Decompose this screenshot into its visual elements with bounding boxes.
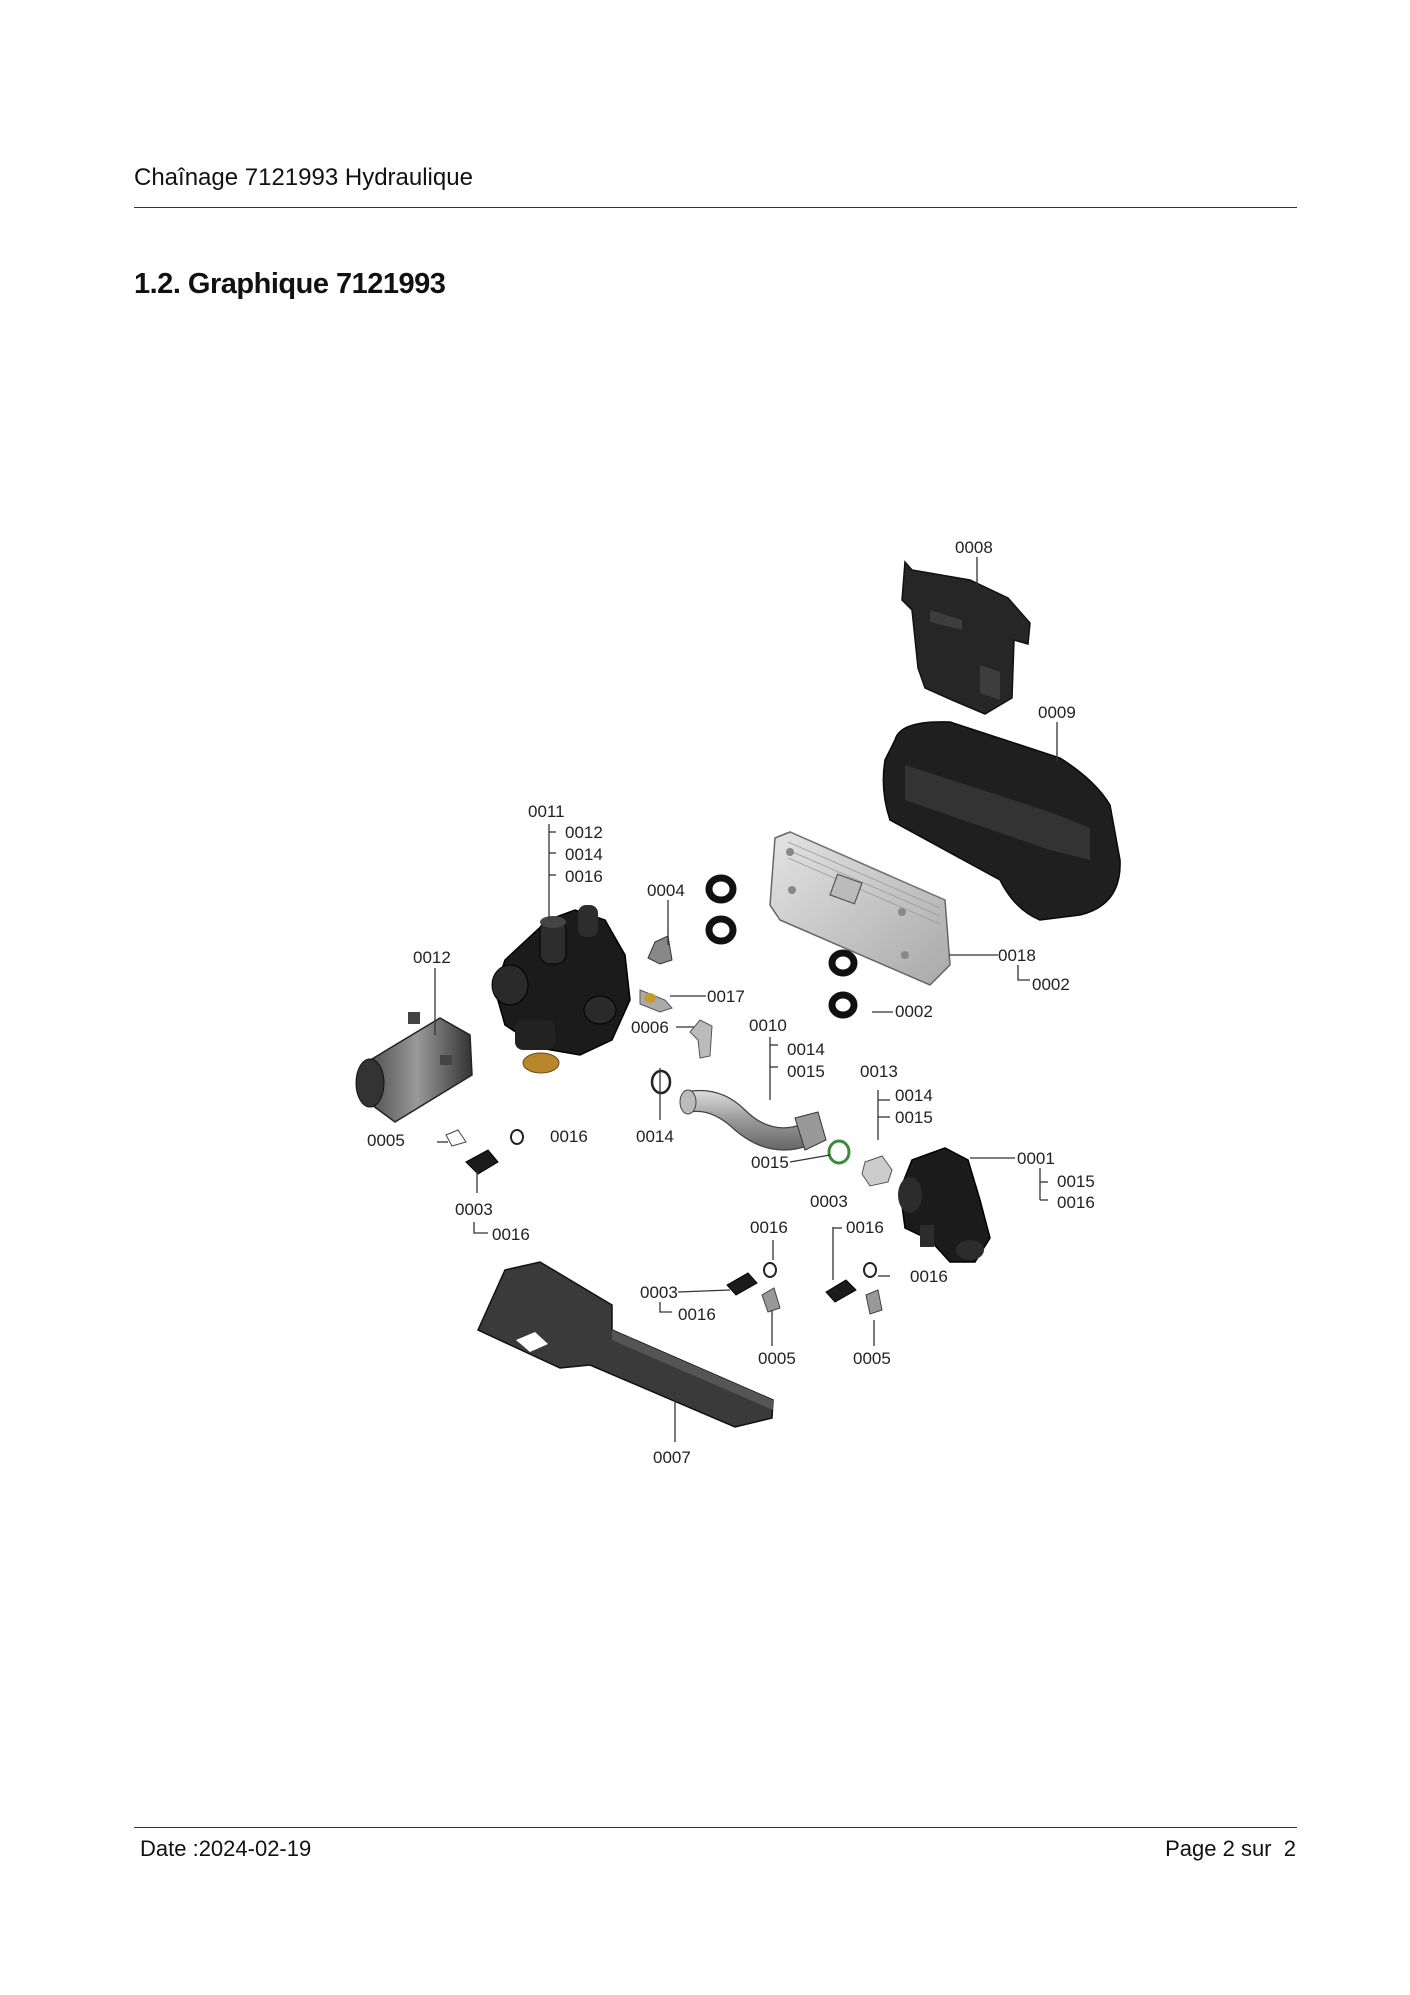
label-0004: 0004 bbox=[647, 881, 685, 900]
label-0003-left-0016: 0016 bbox=[492, 1225, 530, 1244]
label-0005-left: 0005 bbox=[367, 1131, 405, 1150]
footer-divider bbox=[134, 1827, 1297, 1828]
label-0011-0012: 0012 bbox=[565, 823, 603, 842]
part-0013-fitting bbox=[861, 1155, 893, 1187]
label-0002: 0002 bbox=[895, 1002, 933, 1021]
label-0009: 0009 bbox=[1038, 703, 1076, 722]
leader-lines bbox=[434, 557, 1058, 1442]
label-0007: 0007 bbox=[653, 1448, 691, 1467]
label-0016-right: 0016 bbox=[910, 1267, 948, 1286]
label-0010-0015: 0015 bbox=[787, 1062, 825, 1081]
part-0010-pipe bbox=[679, 1089, 827, 1151]
label-0018: 0018 bbox=[998, 946, 1036, 965]
label-0001: 0001 bbox=[1017, 1149, 1055, 1168]
label-0008: 0008 bbox=[955, 538, 993, 557]
footer-page-label: Page 2 sur bbox=[1165, 1836, 1272, 1861]
label-0013-0014: 0014 bbox=[895, 1086, 933, 1105]
label-0017: 0017 bbox=[707, 987, 745, 1006]
screw-right bbox=[825, 1262, 883, 1315]
label-0013: 0013 bbox=[860, 1062, 898, 1081]
label-0003-left: 0003 bbox=[455, 1200, 493, 1219]
part-0015-green-oring bbox=[827, 1139, 851, 1165]
label-0001-0015: 0015 bbox=[1057, 1172, 1095, 1191]
label-0010-0014: 0014 bbox=[787, 1040, 825, 1059]
label-0018-0002: 0002 bbox=[1032, 975, 1070, 994]
part-0004-clip bbox=[647, 935, 673, 965]
label-0016-middle: 0016 bbox=[750, 1218, 788, 1237]
screw-middle bbox=[726, 1262, 781, 1313]
footer-page-number: Page 2 sur 2 bbox=[1165, 1836, 1296, 1862]
part-0011-hydraulic-block bbox=[491, 905, 631, 1074]
part-0006-clip bbox=[689, 1019, 713, 1059]
label-0003-right: 0003 bbox=[810, 1192, 848, 1211]
part-0012-pump bbox=[355, 1012, 473, 1123]
label-0016-left: 0016 bbox=[550, 1127, 588, 1146]
gaskets-group bbox=[705, 874, 858, 1019]
label-0011-0014: 0014 bbox=[565, 845, 603, 864]
label-0016-right-top: 0016 bbox=[846, 1218, 884, 1237]
label-0012: 0012 bbox=[413, 948, 451, 967]
part-0009-shell bbox=[882, 721, 1121, 921]
label-0014-lower: 0014 bbox=[636, 1127, 674, 1146]
screw-left bbox=[445, 1129, 524, 1175]
label-0005-middle: 0005 bbox=[758, 1349, 796, 1368]
part-0007-bracket bbox=[477, 1261, 774, 1428]
label-0005-right: 0005 bbox=[853, 1349, 891, 1368]
part-0018-heat-exchanger bbox=[769, 831, 951, 986]
part-0014-oring bbox=[650, 1069, 672, 1095]
label-0011: 0011 bbox=[528, 802, 565, 821]
part-0001-valve bbox=[898, 1147, 991, 1263]
footer-date: Date :2024-02-19 bbox=[140, 1836, 312, 1861]
footer-page-total: 2 bbox=[1283, 1836, 1296, 1861]
label-0015-lower: 0015 bbox=[751, 1153, 789, 1172]
callout-labels: 0008 0009 0011 0012 0014 0016 0012 0004 … bbox=[367, 538, 1095, 1467]
label-0011-0016: 0016 bbox=[565, 867, 603, 886]
header-divider bbox=[134, 207, 1297, 208]
document-header-title: Chaînage 7121993 Hydraulique bbox=[134, 164, 473, 191]
label-0006: 0006 bbox=[631, 1018, 669, 1037]
section-title: 1.2. Graphique 7121993 bbox=[134, 268, 446, 300]
part-0008-panel bbox=[901, 560, 1031, 715]
label-0010: 0010 bbox=[749, 1016, 787, 1035]
label-0003-middle-0016: 0016 bbox=[678, 1305, 716, 1324]
label-0001-0016: 0016 bbox=[1057, 1193, 1095, 1212]
label-0013-0015: 0015 bbox=[895, 1108, 933, 1127]
label-0003-middle: 0003 bbox=[640, 1283, 678, 1302]
part-0017-sensor bbox=[639, 989, 673, 1013]
